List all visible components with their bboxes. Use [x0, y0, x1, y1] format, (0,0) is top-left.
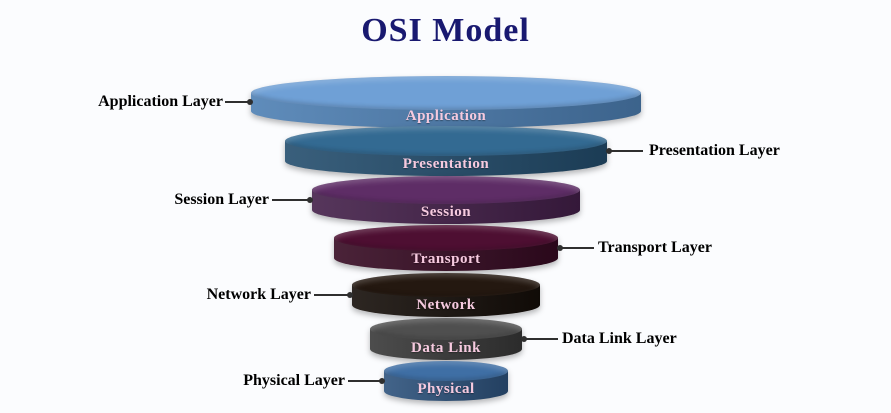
cylinder-top: [352, 273, 540, 297]
layer-application: Application: [251, 76, 641, 128]
layer-name: Presentation: [402, 156, 490, 172]
layer-name: Network: [416, 297, 476, 313]
layer-network: Network: [352, 273, 540, 317]
layer-physical: Physical: [384, 361, 508, 401]
side-label-transport: Transport Layer: [598, 239, 712, 256]
layer-name: Application: [405, 108, 487, 124]
side-label-physical: Physical Layer: [243, 372, 345, 389]
connector-line-session: [272, 197, 313, 203]
cylinder-top: [370, 318, 522, 340]
layer-data-link: Data Link: [370, 318, 522, 360]
connector-line-physical: [348, 378, 385, 384]
layer-presentation: Presentation: [285, 126, 607, 176]
layer-session: Session: [312, 176, 580, 224]
layer-name: Transport: [411, 251, 481, 267]
layer-transport: Transport: [334, 225, 558, 271]
layer-name: Data Link: [411, 340, 481, 356]
side-label-application: Application Layer: [98, 93, 223, 110]
layer-name: Session: [420, 204, 472, 220]
connector-line-transport: [557, 245, 594, 251]
side-label-data-link: Data Link Layer: [562, 330, 677, 347]
connector-line-presentation: [606, 148, 643, 154]
cylinder-top: [285, 126, 607, 156]
cylinder-top: [251, 76, 641, 110]
connector-line-network: [314, 292, 353, 298]
side-label-presentation: Presentation Layer: [649, 142, 780, 159]
cylinder-top: [334, 225, 558, 251]
layer-name: Physical: [417, 381, 475, 397]
side-label-session: Session Layer: [174, 191, 269, 208]
cylinder-top: [312, 176, 580, 204]
connector-line-application: [225, 99, 253, 105]
side-label-network: Network Layer: [206, 286, 311, 303]
connector-line-data-link: [521, 336, 558, 342]
cylinder-top: [384, 361, 508, 381]
diagram-title: OSI Model: [361, 12, 530, 49]
